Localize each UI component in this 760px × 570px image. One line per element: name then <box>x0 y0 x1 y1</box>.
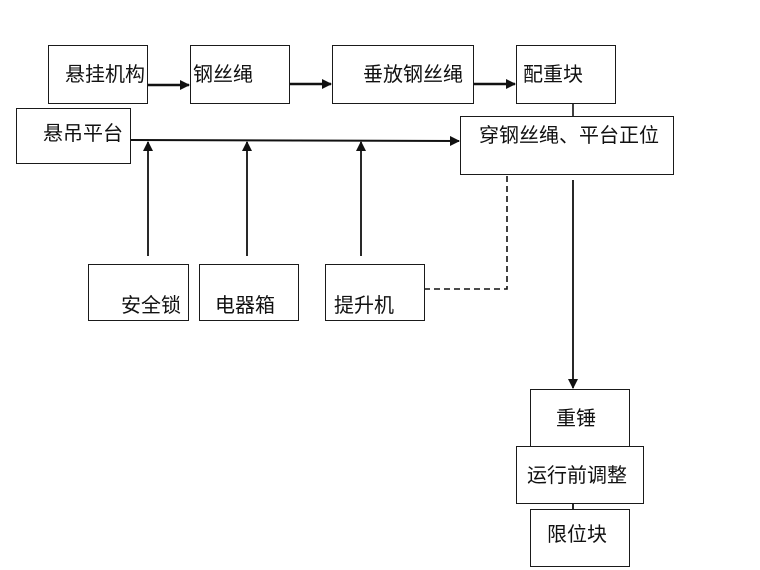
node-label: 电器箱 <box>215 293 275 317</box>
node-safety-lock: 安全锁 <box>88 264 189 321</box>
node-label: 重锤 <box>556 406 596 430</box>
node-label: 配重块 <box>523 62 583 86</box>
node-label: 钢丝绳 <box>193 62 253 86</box>
dashed-arrow-hoist-to-thread-rope <box>424 164 512 290</box>
node-label: 悬挂机构 <box>65 62 145 86</box>
node-heavy-hammer: 重锤 <box>530 389 630 447</box>
node-thread-rope-align-platform: 穿钢丝绳、平台正位 <box>460 116 674 175</box>
node-wire-rope: 钢丝绳 <box>190 45 290 104</box>
node-counterweight: 配重块 <box>516 45 616 104</box>
node-hoist: 提升机 <box>325 264 425 321</box>
node-label: 安全锁 <box>121 293 181 317</box>
node-electrical-box: 电器箱 <box>199 264 299 321</box>
node-label: 限位块 <box>547 522 607 546</box>
arrow-platform-to-thread-rope <box>129 135 460 146</box>
node-label: 悬吊平台 <box>43 121 123 145</box>
node-limit-block: 限位块 <box>530 509 630 567</box>
node-lower-wire-rope: 垂放钢丝绳 <box>332 45 474 104</box>
node-label: 穿钢丝绳、平台正位 <box>479 123 659 147</box>
node-label: 运行前调整 <box>527 463 627 487</box>
node-suspended-platform: 悬吊平台 <box>16 108 131 164</box>
node-pre-run-adjustment: 运行前调整 <box>516 446 644 504</box>
node-suspension-mechanism: 悬挂机构 <box>48 45 148 104</box>
node-label: 提升机 <box>334 293 394 317</box>
node-label: 垂放钢丝绳 <box>363 62 463 86</box>
